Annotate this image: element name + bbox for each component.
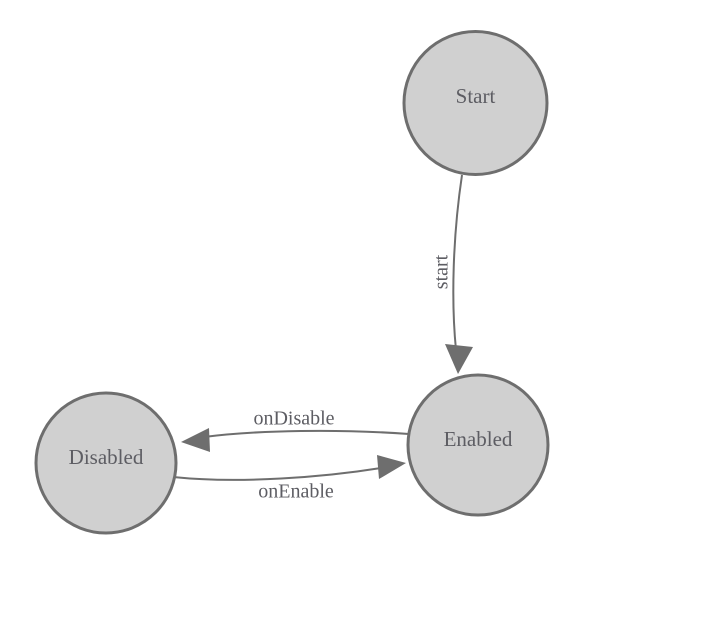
- edge-disabled-to-enabled[interactable]: onEnable: [172, 455, 406, 503]
- state-node-start[interactable]: Start: [402, 30, 549, 176]
- state-node-disabled-label: Disabled: [69, 445, 144, 469]
- edge-label-onenable: onEnable: [258, 481, 334, 503]
- edge-label-ondisable: onDisable: [253, 408, 334, 430]
- state-node-enabled-circle: [406, 373, 550, 517]
- edge-start-to-enabled[interactable]: start: [431, 174, 473, 374]
- state-node-disabled[interactable]: Disabled: [34, 391, 178, 535]
- state-node-disabled-circle: [34, 391, 178, 535]
- state-node-enabled[interactable]: Enabled: [406, 373, 550, 517]
- edge-enabled-to-disabled-arrowhead: [181, 428, 210, 452]
- edge-disabled-to-enabled-line: [172, 467, 382, 481]
- edge-enabled-to-disabled[interactable]: onDisable: [181, 408, 410, 452]
- edge-label-start: start: [431, 254, 453, 289]
- edge-start-to-enabled-line: [452, 174, 463, 351]
- state-node-enabled-label: Enabled: [444, 427, 513, 451]
- edge-start-to-enabled-arrowhead: [445, 344, 473, 374]
- edge-disabled-to-enabled-arrowhead: [377, 455, 406, 479]
- state-node-start-circle: [402, 30, 549, 176]
- edge-enabled-to-disabled-line: [203, 429, 410, 438]
- state-node-start-label: Start: [456, 84, 496, 108]
